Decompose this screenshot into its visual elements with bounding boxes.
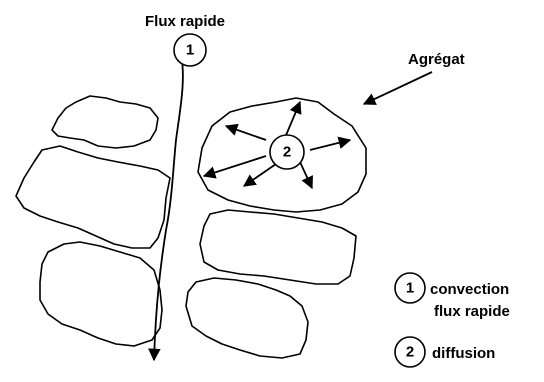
flux-rapide-title: Flux rapide bbox=[145, 13, 225, 30]
aggregate-mid-left bbox=[16, 146, 170, 248]
legend-one-num: 1 bbox=[406, 280, 414, 297]
aggregate-label: Agrégat bbox=[408, 51, 465, 68]
legend-one-line1: convection bbox=[430, 281, 509, 298]
aggregate-pointer-arrow bbox=[364, 72, 432, 104]
legend-two-num: 2 bbox=[406, 344, 414, 361]
aggregate-mid-right bbox=[200, 210, 356, 284]
marker-two-label: 2 bbox=[283, 144, 291, 161]
marker-one-label: 1 bbox=[186, 42, 194, 59]
legend-two-line1: diffusion bbox=[432, 345, 495, 362]
aggregate-bottom-left bbox=[40, 242, 162, 346]
legend: 1 convection flux rapide 2 diffusion bbox=[395, 273, 510, 367]
aggregate-top-left bbox=[52, 96, 158, 148]
legend-one-line2: flux rapide bbox=[434, 303, 510, 320]
aggregate-bottom-right bbox=[186, 278, 308, 358]
